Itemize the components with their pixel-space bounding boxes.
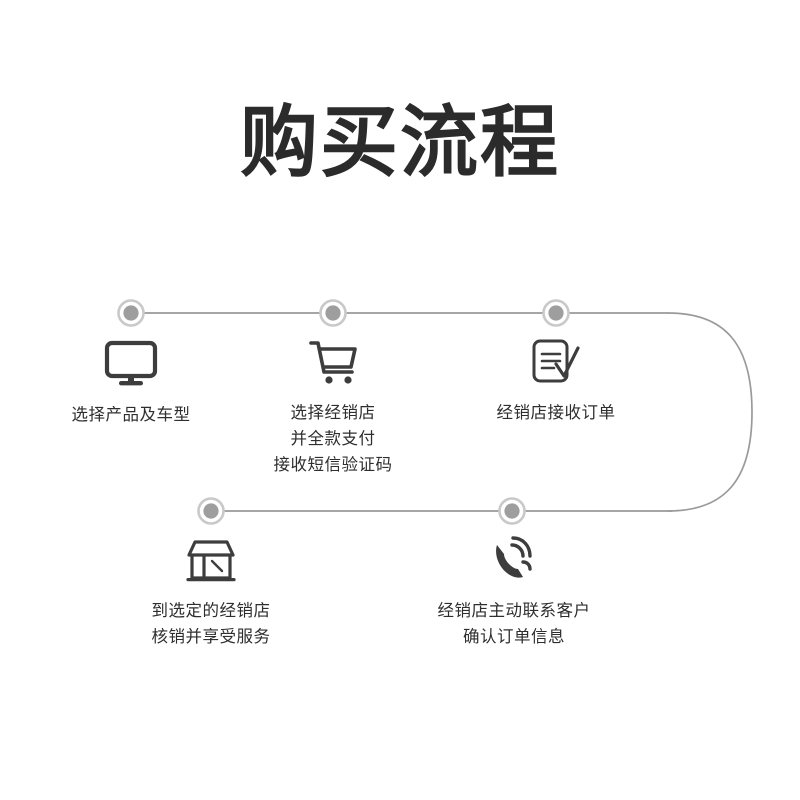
connector-curve-right bbox=[667, 312, 753, 512]
flow-step-2[interactable]: 选择经销店 并全款支付 接收短信验证码 bbox=[218, 334, 448, 478]
flow-step-4[interactable]: 经销店主动联系客户 确认订单信息 bbox=[399, 532, 629, 650]
flow-step-5[interactable]: 到选定的经销店 核销并享受服务 bbox=[96, 532, 326, 650]
flow-node-1[interactable] bbox=[117, 299, 145, 327]
phone-ringing-icon bbox=[399, 532, 629, 588]
shopping-cart-icon bbox=[218, 334, 448, 390]
flow-node-5[interactable] bbox=[197, 497, 225, 525]
flow-node-3[interactable] bbox=[542, 299, 570, 327]
page-title: 购买流程 bbox=[239, 98, 560, 186]
flow-step-2-label: 选择经销店 并全款支付 接收短信验证码 bbox=[273, 404, 393, 474]
flow-node-4[interactable] bbox=[498, 497, 526, 525]
flow-step-4-label: 经销店主动联系客户 确认订单信息 bbox=[437, 602, 591, 646]
monitor-icon bbox=[16, 336, 246, 392]
flow-step-1-label: 选择产品及车型 bbox=[71, 406, 191, 424]
storefront-icon bbox=[96, 532, 326, 588]
document-check-icon bbox=[441, 334, 671, 390]
flow-step-5-label: 到选定的经销店 核销并享受服务 bbox=[151, 602, 271, 646]
flow-node-2[interactable] bbox=[319, 299, 347, 327]
flow-step-1[interactable]: 选择产品及车型 bbox=[16, 336, 246, 428]
flow-step-3[interactable]: 经销店接收订单 bbox=[441, 334, 671, 426]
flow-step-3-label: 经销店接收订单 bbox=[496, 404, 616, 422]
